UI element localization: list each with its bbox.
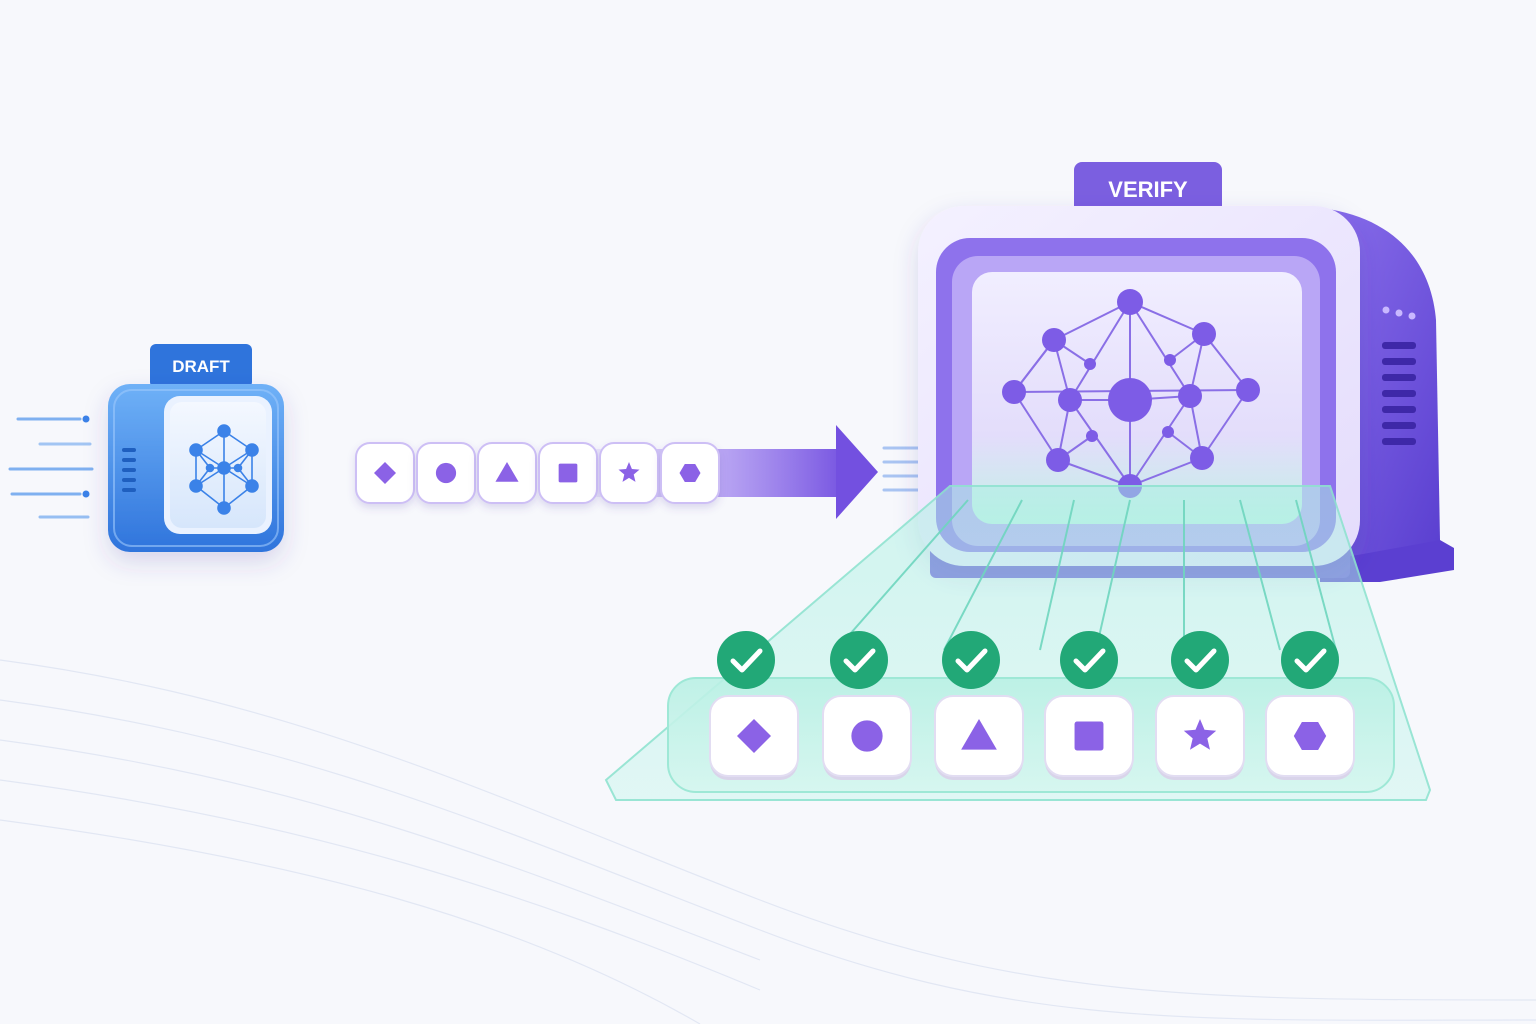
hexagon-icon [679,464,701,482]
neural-network-icon [1002,289,1260,498]
square-icon [558,463,578,483]
circle-icon [435,462,457,484]
checkmark-icon [942,631,1000,689]
circle-icon [851,720,883,752]
verify-vents [1382,342,1416,445]
neural-network-icon [189,424,259,515]
token-stream [286,405,920,533]
checkmark-icon [830,631,888,689]
verified-token-row [709,631,1355,780]
checkmark-icon [1281,631,1339,689]
draft-token [660,442,720,504]
verified-token [709,695,799,780]
checkmark-icon [717,631,775,689]
draft-motion-lines [8,415,94,519]
triangle-icon [961,719,997,750]
draft-vents [122,448,136,492]
checkmark-icon [1171,631,1229,689]
draft-label-tab: DRAFT [150,344,252,388]
verified-token [934,695,1024,780]
draft-token [538,442,598,504]
draft-token-row [355,442,720,504]
verified-token [1044,695,1134,780]
verified-token [1265,695,1355,780]
draft-model: DRAFT [8,344,284,552]
star-icon [1183,719,1217,750]
draft-token [355,442,415,504]
verified-token [1155,695,1245,780]
draft-token [477,442,537,504]
draft-label: DRAFT [172,357,230,376]
verified-token [822,695,912,780]
verify-label: VERIFY [1108,177,1188,202]
hexagon-icon [1293,722,1327,750]
draft-token [416,442,476,504]
background-waves [0,659,1536,1024]
verify-indicator-lights [1382,306,1416,320]
diamond-icon [374,462,396,484]
triangle-icon [495,462,519,482]
square-icon [1074,721,1104,751]
verify-model: VERIFY [918,162,1454,582]
checkmark-icon [1060,631,1118,689]
draft-token [599,442,659,504]
diamond-icon [737,719,771,753]
star-icon [618,462,640,482]
